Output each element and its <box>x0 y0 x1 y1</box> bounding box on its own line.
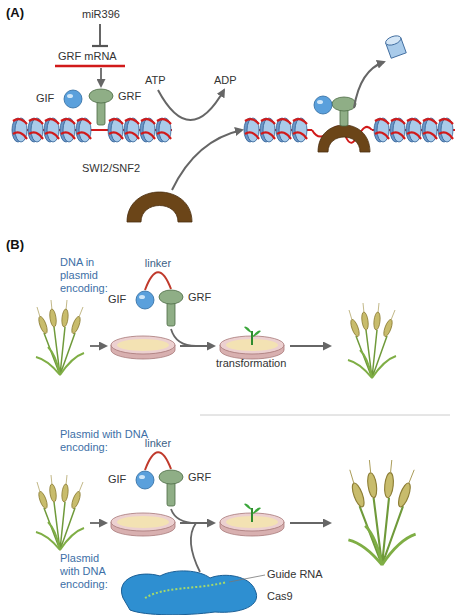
nucleosome <box>44 118 59 142</box>
nucleosome <box>374 118 389 142</box>
nucleosome <box>292 118 307 142</box>
gif-highlight <box>317 100 323 104</box>
gif-protein: GIF <box>134 470 156 490</box>
process-arrow <box>180 345 214 347</box>
grf-protein: GRF <box>158 289 184 327</box>
inhibition-line <box>99 24 101 46</box>
gif-circle <box>136 471 154 489</box>
node-label: SWI2/SNF2 <box>82 162 140 175</box>
molecule-label: ADP <box>214 74 237 87</box>
connector-label: linker <box>145 437 171 450</box>
node-shape <box>134 290 156 310</box>
grf-protein: GRF <box>158 469 184 507</box>
panel-label: (B) <box>6 238 24 251</box>
node-shape <box>134 470 156 490</box>
wheat-plant <box>36 475 84 550</box>
mrna-label: GRF mRNA <box>58 50 117 63</box>
nucleosome <box>422 118 437 142</box>
gif-protein <box>314 96 332 114</box>
nucleosome <box>140 118 155 142</box>
cas9-shape <box>121 571 256 615</box>
node-shape <box>62 89 84 109</box>
node-shape <box>88 88 114 126</box>
linker-connector <box>145 452 171 470</box>
wheat-plant <box>36 300 84 375</box>
grf-head <box>89 89 113 103</box>
node-label: GRF <box>188 471 211 484</box>
node-label: Guide RNA <box>267 568 323 581</box>
nucleosome <box>60 118 75 142</box>
process-arrow <box>290 345 330 347</box>
node-label: GRF <box>188 291 211 304</box>
molecule-label: ATP <box>145 74 166 87</box>
eviction-arrow <box>354 62 384 108</box>
panel-label: (A) <box>6 6 24 19</box>
construct-note: DNA in plasmid encoding: <box>60 256 112 295</box>
node-label: GIF <box>36 92 54 105</box>
gif-highlight <box>67 94 73 98</box>
sprout <box>244 504 261 522</box>
node-label: Cas9 <box>267 590 293 603</box>
grf-head <box>332 97 356 111</box>
nucleosome <box>124 118 139 142</box>
sprout <box>244 327 261 345</box>
remodeling-arrow <box>172 130 242 190</box>
nucleosome <box>390 118 405 142</box>
nucleosome <box>438 118 453 142</box>
merge-arrow <box>171 329 196 346</box>
node-label: GRF <box>118 90 141 103</box>
mrna-strand <box>55 65 125 68</box>
remodeler-shape <box>127 192 192 222</box>
gif-highlight <box>139 475 145 479</box>
nucleosome <box>156 118 171 142</box>
inhibition-bar <box>92 45 108 47</box>
atp-hydrolysis-arrow <box>158 90 224 120</box>
gif-circle <box>136 291 154 309</box>
remodeler-complex: SWI2/SNF2 <box>82 162 197 224</box>
divider-line <box>200 415 450 416</box>
petri-dish <box>111 336 175 359</box>
microrna-label: miR396 <box>82 8 120 21</box>
node-shape <box>158 289 184 327</box>
nucleosome <box>276 118 291 142</box>
step-label: transformation <box>216 357 286 370</box>
gif-highlight <box>139 295 145 299</box>
cas9-complex: Guide RNA Cas9 <box>115 568 325 614</box>
nucleosome <box>12 118 27 142</box>
wheat-plant <box>348 303 396 378</box>
nucleosome <box>108 118 123 142</box>
petri-dish <box>111 513 175 536</box>
wheat-plant-large <box>348 460 415 565</box>
gif-circle <box>64 90 82 108</box>
construct-note: Plasmid with DNA encoding: <box>60 552 112 591</box>
node-shape <box>158 469 184 507</box>
gif-protein: GIF <box>62 89 84 109</box>
nucleosome <box>260 118 275 142</box>
remodeler-bound <box>318 125 370 152</box>
nucleosome <box>76 118 91 142</box>
grf-protein: GRF <box>88 88 114 126</box>
evicted-histone-top <box>384 34 402 47</box>
process-arrow <box>90 522 106 524</box>
merge-arrow <box>171 509 196 523</box>
node-label: GIF <box>108 473 126 486</box>
nucleosome <box>244 118 259 142</box>
connector-label: linker <box>145 257 171 270</box>
grf-head <box>159 470 183 484</box>
leader-line <box>229 575 265 582</box>
translation-arrow <box>100 68 102 86</box>
nucleosome <box>406 118 421 142</box>
grf-head <box>159 290 183 304</box>
node-label: GIF <box>108 293 126 306</box>
process-arrow <box>290 522 330 524</box>
linker-connector <box>145 272 171 290</box>
gif-protein: GIF <box>134 290 156 310</box>
guide-rna-strand <box>145 582 227 598</box>
process-arrow <box>90 345 106 347</box>
merge-arrow <box>191 523 200 572</box>
nucleosome <box>28 118 43 142</box>
